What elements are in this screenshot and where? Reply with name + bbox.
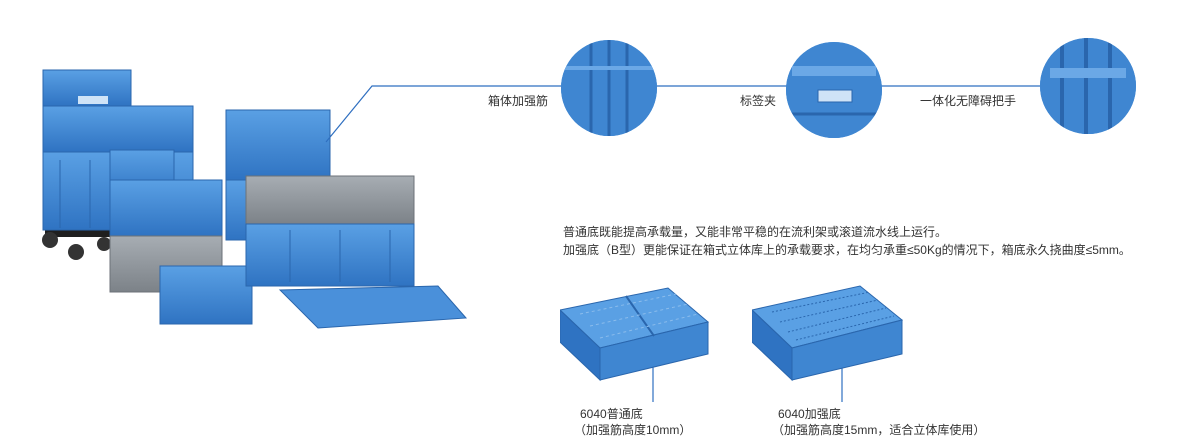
description-line-2: 加强底（B型）更能保证在箱式立体库上的承载要求，在均匀承重≤50Kg的情况下，箱… bbox=[563, 243, 1131, 257]
callout-label-handle: 一体化无障碍把手 bbox=[920, 94, 1017, 108]
caption-standard-note: （加强筋高度10mm） bbox=[574, 423, 692, 437]
callout-label-rib: 箱体加强筋 bbox=[488, 94, 549, 108]
crate-stack-middle bbox=[109, 149, 253, 325]
caption-reinforced-note: （加强筋高度15mm，适合立体库使用） bbox=[772, 423, 986, 437]
description-line-1: 普通底既能提高承载量，又能非常平稳的在流利架或滚道流水线上运行。 bbox=[563, 225, 948, 239]
detail-circle-rib bbox=[561, 40, 657, 136]
crate-lid bbox=[278, 285, 468, 329]
detail-circle-handle bbox=[1040, 38, 1136, 134]
callout-label-label-holder: 标签夹 bbox=[740, 94, 777, 108]
crate-standard-bottom-image bbox=[560, 287, 710, 382]
crate-reinforced-bottom-image bbox=[752, 285, 904, 382]
detail-circle-label-holder bbox=[786, 42, 882, 138]
crate-group-illustration bbox=[42, 69, 468, 329]
caption-standard-title: 6040普通底 bbox=[580, 407, 643, 421]
caption-reinforced-title: 6040加强底 bbox=[778, 407, 841, 421]
crate-stack-right bbox=[225, 109, 415, 287]
